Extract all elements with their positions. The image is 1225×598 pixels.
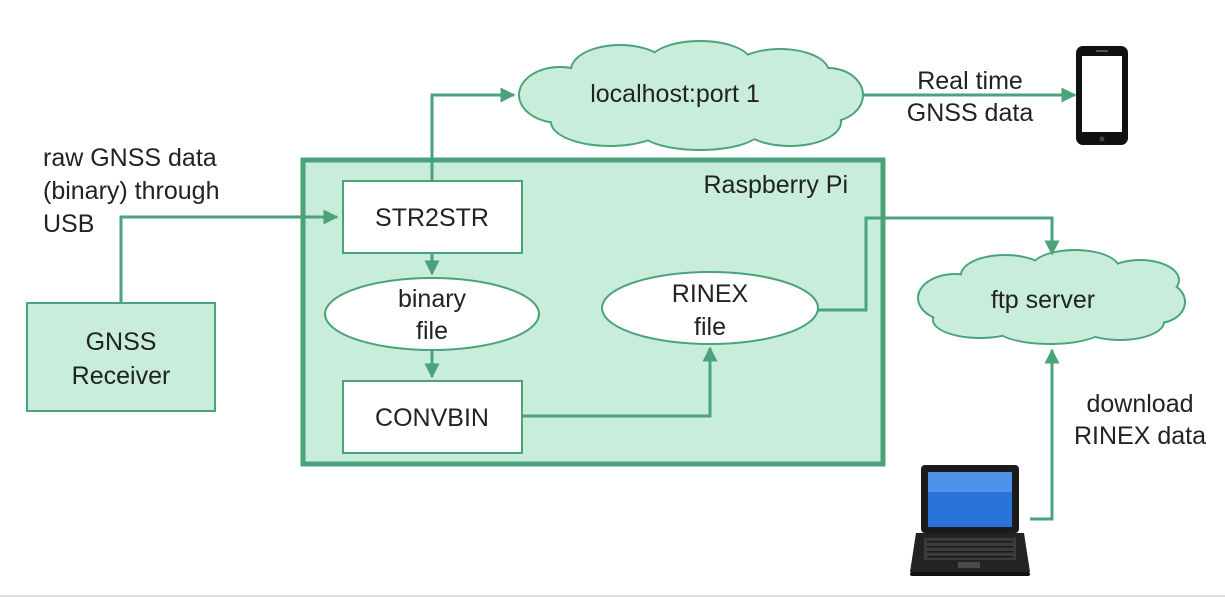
arrow-convbin-to-rinex — [522, 346, 718, 418]
rinex-file-label-line2: file — [694, 313, 726, 341]
gnss-receiver-label-line2: Receiver — [72, 362, 171, 390]
convbin-box — [342, 380, 523, 454]
localhost-cloud — [518, 40, 864, 151]
binary-file-label-line2: file — [416, 317, 448, 345]
raw-gnss-label-line1: raw GNSS data — [43, 144, 217, 172]
convbin-label: CONVBIN — [375, 404, 489, 432]
arrow-str2str-to-localhost — [430, 87, 516, 181]
arrow-rinex-to-ftp — [818, 216, 1060, 312]
arrow-laptop-to-ftp — [1030, 348, 1060, 521]
real-time-label-line1: Real time — [917, 67, 1023, 95]
smartphone-icon — [1076, 46, 1128, 145]
raspberry-pi-label: Raspberry Pi — [704, 171, 849, 199]
localhost-label: localhost:port 1 — [590, 80, 760, 108]
laptop-icon — [910, 465, 1030, 576]
rinex-file-ellipse — [601, 271, 819, 345]
arrow-receiver-to-str2str — [119, 209, 339, 303]
real-time-label-line2: GNSS data — [907, 99, 1034, 127]
gnss-receiver-box — [26, 302, 216, 412]
download-label-line2: RINEX data — [1074, 422, 1206, 450]
raw-gnss-label-line3: USB — [43, 210, 94, 238]
ftp-server-label: ftp server — [991, 286, 1095, 314]
gnss-receiver-label-line1: GNSS — [86, 328, 157, 356]
str2str-label: STR2STR — [375, 204, 489, 232]
download-label-line1: download — [1086, 390, 1193, 418]
ftp-server-cloud — [917, 249, 1186, 345]
str2str-box — [342, 180, 523, 254]
rinex-file-label-line1: RINEX — [672, 280, 749, 308]
binary-file-label-line1: binary — [398, 285, 467, 313]
raw-gnss-label-line2: (binary) through — [43, 177, 219, 205]
